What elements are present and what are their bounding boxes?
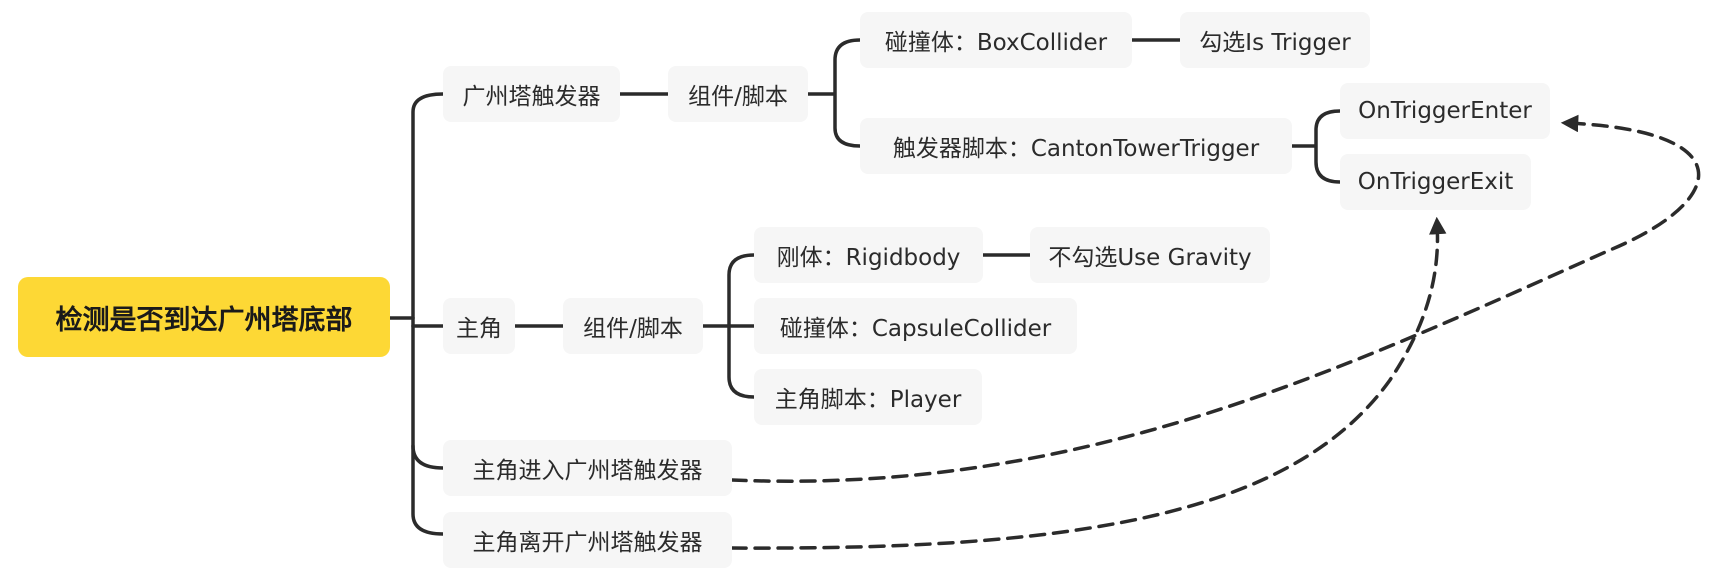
rigidbody-node[interactable]: 刚体：Rigidbody: [754, 227, 983, 283]
player-exit-trigger-node[interactable]: 主角离开广州塔触发器: [443, 512, 732, 568]
is-trigger-node[interactable]: 勾选Is Trigger: [1180, 12, 1370, 68]
player-enter-trigger-node[interactable]: 主角进入广州塔触发器: [443, 440, 732, 496]
connector-root-enter: [411, 444, 445, 470]
trigger-node[interactable]: 广州塔触发器: [443, 66, 620, 122]
trigger-script-node[interactable]: 触发器脚本：CantonTowerTrigger: [860, 118, 1292, 174]
relation-enter-to-ontriggerenter: [730, 114, 1701, 483]
relation-exit-to-ontriggerexit: [730, 216, 1447, 550]
on-trigger-exit-node[interactable]: OnTriggerExit: [1340, 154, 1531, 210]
player-components-node[interactable]: 组件/脚本: [563, 298, 703, 354]
connector-script-events: [1290, 109, 1342, 184]
capsule-collider-node[interactable]: 碰撞体：CapsuleCollider: [754, 298, 1077, 354]
use-gravity-node[interactable]: 不勾选Use Gravity: [1030, 227, 1270, 283]
player-script-node[interactable]: 主角脚本：Player: [754, 369, 982, 425]
connector-player-children: [701, 253, 756, 399]
trigger-components-node[interactable]: 组件/脚本: [668, 66, 808, 122]
root-node[interactable]: 检测是否到达广州塔底部: [18, 277, 390, 357]
on-trigger-enter-node[interactable]: OnTriggerEnter: [1340, 83, 1550, 139]
box-collider-node[interactable]: 碰撞体：BoxCollider: [860, 12, 1132, 68]
connector-trigger-children: [806, 38, 862, 148]
player-node[interactable]: 主角: [443, 298, 515, 354]
connector-root-branches: [411, 92, 445, 536]
